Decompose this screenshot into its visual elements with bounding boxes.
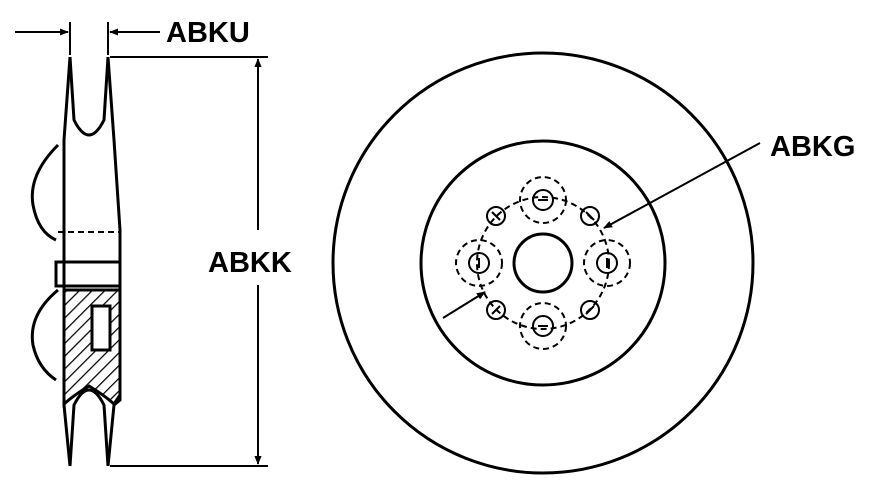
bolt-hole-arrow <box>603 142 761 229</box>
inner-hub-circle <box>419 139 667 387</box>
upper-hub-bulge <box>30 143 60 242</box>
rim-left-edge <box>62 56 72 467</box>
center-bore <box>512 232 574 294</box>
large-bolt-left <box>455 239 503 287</box>
width-label: ABKU <box>166 17 250 49</box>
large-bolt-top <box>519 176 567 224</box>
side-view <box>30 56 122 467</box>
top-groove <box>68 56 110 137</box>
bolt-hole-label: ABKG <box>770 131 855 163</box>
bottom-groove <box>68 388 110 467</box>
large-bolt-bottom <box>519 302 567 350</box>
set-screw <box>90 304 112 352</box>
diameter-label: ABKK <box>208 247 292 279</box>
front-view: ABKG <box>331 51 855 475</box>
hub-band <box>54 260 122 288</box>
large-bolt-right <box>583 239 631 287</box>
lower-hub-bulge <box>30 288 59 382</box>
small-hole-upper-left <box>486 206 506 226</box>
small-hole-lower-left <box>486 300 506 320</box>
bolt-circle <box>476 196 610 330</box>
small-hole-lower-right <box>580 300 600 320</box>
small-hole-upper-right <box>580 206 600 226</box>
outer-rim <box>331 51 755 475</box>
width-dimension: ABKU <box>15 17 250 55</box>
bolt-hole-arrow-lower <box>442 291 486 319</box>
diameter-dimension: ABKK <box>110 56 292 467</box>
